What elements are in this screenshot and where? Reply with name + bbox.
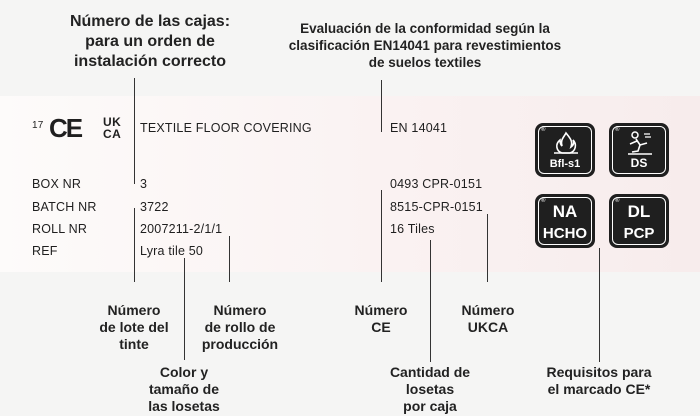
callout-rollo: Número de rollo de producción	[190, 302, 290, 353]
connector-lote	[134, 208, 135, 282]
callout-line: Número	[354, 302, 408, 318]
callout-line: tinte	[119, 336, 149, 352]
callout-line: para un orden de	[85, 33, 215, 50]
field-batch-value: 3722	[140, 200, 169, 214]
fire-class-text: Bfl-s1	[549, 158, 581, 170]
connector-cantidad	[430, 240, 431, 362]
callout-line: de suelos textiles	[368, 55, 482, 70]
ds-text: DS	[630, 156, 648, 170]
callout-line: Número	[107, 302, 161, 318]
product-name: TEXTILE FLOOR COVERING	[140, 121, 312, 135]
callout-line: losetas	[405, 381, 455, 397]
connector-color	[184, 258, 185, 360]
connector-conformity	[381, 80, 382, 132]
callout-ce: Número CE	[340, 302, 422, 336]
field-batch-label: BATCH NR	[32, 200, 97, 214]
dl-pcp-badge: ® DL PCP	[609, 194, 669, 248]
callout-line: clasificación EN14041 para revestimiento…	[288, 38, 562, 53]
fire-class-badge: ® Bfl-s1	[535, 123, 595, 177]
ds-badge: ® DS	[609, 123, 669, 177]
field-roll-value: 2007211-2/1/1	[140, 222, 223, 236]
field-ref-label: REF	[32, 244, 58, 258]
callout-line: instalación correcto	[73, 53, 227, 70]
ce-number: 0493 CPR-0151	[390, 177, 483, 191]
connector-box-number	[134, 78, 135, 184]
callout-ukca: Número UKCA	[447, 302, 529, 336]
connector-rollo	[229, 236, 230, 282]
callout-line: las losetas	[148, 398, 220, 414]
callout-line: Evaluación de la conformidad según la	[300, 21, 550, 36]
callout-line: por caja	[403, 398, 457, 414]
callout-line: tamaño de	[148, 381, 219, 397]
callout-cantidad: Cantidad de losetas por caja	[375, 364, 485, 415]
callout-requisitos: Requisitos para el marcado CE*	[537, 364, 661, 398]
callout-box-number: Número de las cajas: para un orden de in…	[45, 12, 255, 72]
ukca-mark: UK CA	[103, 116, 121, 140]
field-box-label: BOX NR	[32, 177, 82, 191]
callout-line: Número	[461, 302, 515, 318]
callout-conformity: Evaluación de la conformidad según la cl…	[245, 20, 605, 71]
connector-requisitos	[599, 248, 600, 362]
connector-ukca	[487, 214, 488, 282]
connector-ce	[381, 190, 382, 282]
callout-line: Color y	[159, 364, 209, 380]
slip-person-icon	[628, 131, 652, 155]
na-text: NA	[552, 202, 578, 221]
callout-line: UKCA	[467, 319, 509, 335]
callout-line: Número de las cajas:	[69, 13, 231, 30]
callout-line: Número	[213, 302, 267, 318]
hcho-text: HCHO	[542, 225, 588, 242]
na-hcho-badge: ® NA HCHO	[535, 194, 595, 248]
field-box-value: 3	[140, 177, 148, 191]
ukca-top: UK	[103, 115, 122, 129]
ukca-bottom: CA	[103, 127, 122, 141]
field-ref-value: Lyra tile 50	[140, 244, 204, 258]
ukca-number: 8515-CPR-0151	[390, 200, 483, 214]
callout-color: Color y tamaño de las losetas	[134, 364, 234, 415]
callout-line: Requisitos para	[546, 364, 652, 380]
callout-lote: Número de lote del tinte	[89, 302, 179, 353]
dl-text: DL	[627, 202, 651, 221]
callout-line: producción	[201, 336, 279, 352]
pcp-text: PCP	[623, 225, 655, 242]
fire-icon	[554, 131, 578, 154]
callout-line: CE	[371, 319, 391, 335]
callout-line: de lote del	[99, 319, 169, 335]
callout-line: de rollo de	[204, 319, 276, 335]
tile-count: 16 Tiles	[390, 222, 435, 236]
ce-mark: CE	[49, 113, 83, 143]
year-mark: 17	[32, 120, 44, 131]
field-roll-label: ROLL NR	[32, 222, 88, 236]
standard: EN 14041	[390, 121, 448, 135]
callout-line: Cantidad de	[389, 364, 471, 380]
callout-line: el marcado CE*	[547, 381, 651, 397]
